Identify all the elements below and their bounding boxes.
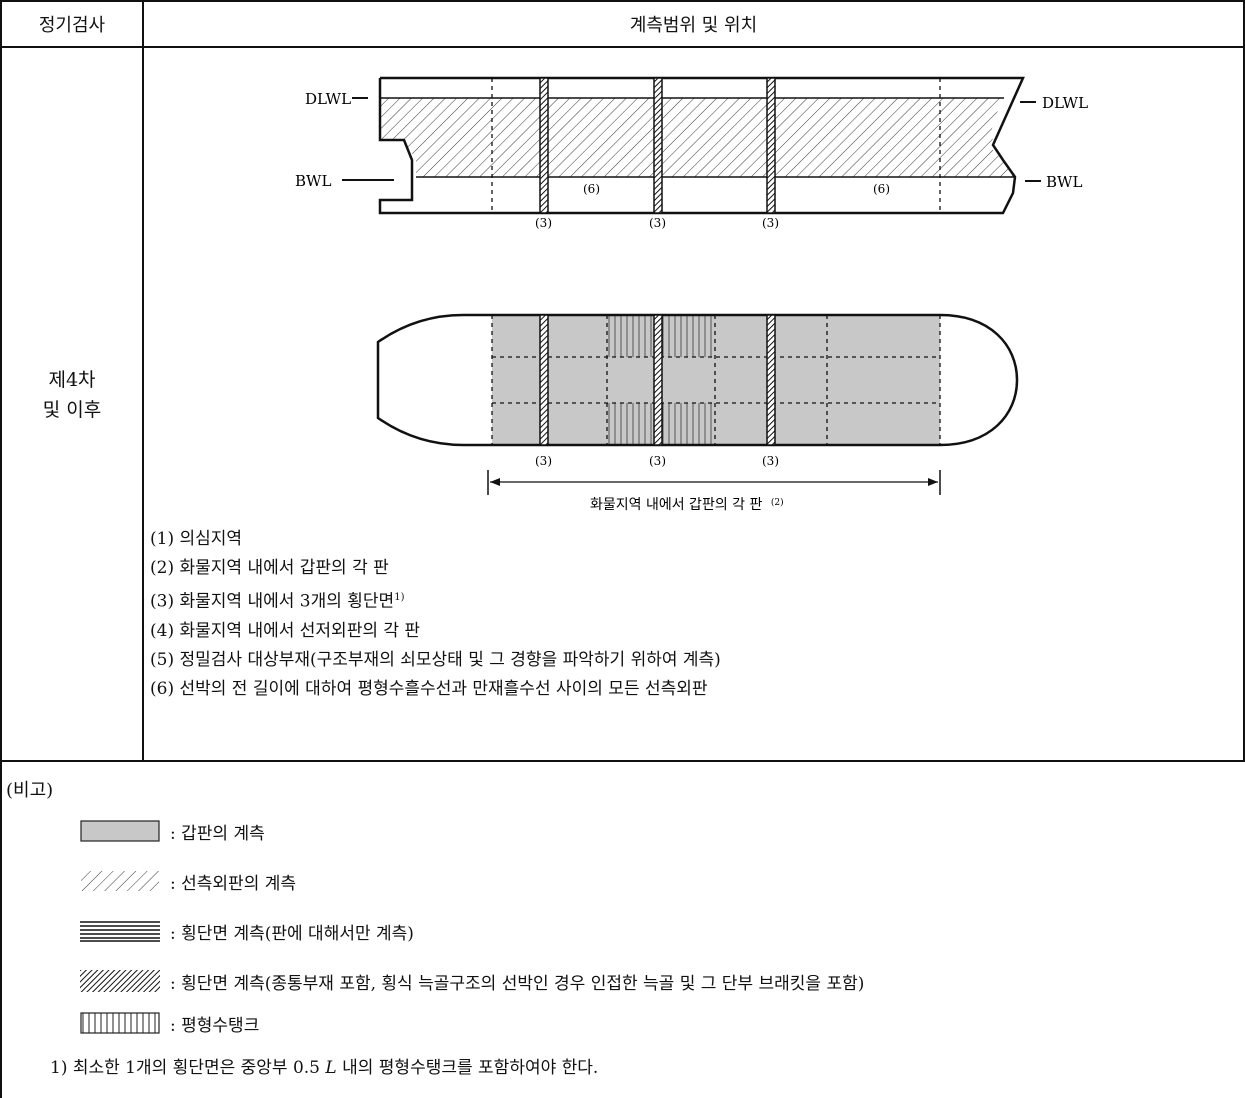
transverse-section-1 (539, 77, 549, 214)
note-3: (3) 화물지역 내에서 3개의 횡단면1) (150, 591, 405, 612)
header-bottom-border (0, 46, 1245, 48)
legend-ballast-tank: : 평형수탱크 (80, 1012, 260, 1036)
legend-ballast-tank-text: : 평형수탱크 (170, 1015, 260, 1036)
side-hull-outline (378, 76, 1025, 215)
note-2: (2) 화물지역 내에서 갑판의 각 판 (150, 558, 389, 578)
transverse-section-3 (766, 77, 776, 214)
table-top-border (0, 0, 1245, 2)
legend-transverse-full-text: : 횡단면 계측(종통부재 포함, 횡식 늑골구조의 선박인 경우 인접한 늑골… (170, 973, 865, 994)
deck-plan: (3) (3) (3) 화물지역 내에서 갑판의 각 판 (2) (376, 313, 1019, 513)
note-1: (1) 의심지역 (150, 529, 243, 549)
note-4: (4) 화물지역 내에서 선저외판의 각 판 (150, 620, 421, 641)
bwl-label-right: BWL (1046, 173, 1082, 191)
section-mark-bottom-2: (3) (649, 454, 666, 468)
footnote: 1) 최소한 1개의 횡단면은 중앙부 0.5 L 내의 평형수탱크를 포함하여… (50, 1058, 599, 1078)
legend-transverse-full-swatch (80, 970, 160, 992)
dlwl-label-right: DLWL (1042, 94, 1088, 112)
bwl-label-left: BWL (295, 172, 331, 190)
legend-deck: : 갑판의 계측 (80, 820, 265, 844)
header-measurement-range: 계측범위 및 위치 (629, 15, 758, 36)
legend-transverse-full: : 횡단면 계측(종통부재 포함, 횡식 늑골구조의 선박인 경우 인접한 늑골… (80, 970, 865, 994)
hull-diagram: DLWL DLWL BWL BWL (6) (6) (3) (3) (3) (295, 76, 1088, 513)
legend-side-shell-text: : 선측외판의 계측 (170, 873, 297, 894)
side-elevation: DLWL DLWL BWL BWL (6) (6) (3) (3) (3) (295, 76, 1088, 230)
dim-arrow-fwd (928, 478, 938, 486)
header-survey-type: 정기검사 (38, 15, 106, 36)
notes-list: (1) 의심지역 (2) 화물지역 내에서 갑판의 각 판 (3) 화물지역 내… (150, 525, 721, 704)
legend-deck-swatch (80, 820, 160, 842)
section-mark-bottom-3: (3) (762, 454, 779, 468)
body-bottom-border (0, 760, 1245, 762)
note-3-footnote-ref: 1) (394, 592, 405, 603)
legend-transverse-plate-swatch (80, 921, 160, 942)
note-5: (5) 정밀검사 대상부재(구조부재의 쇠모상태 및 그 경향을 파악하기 위하… (150, 649, 721, 670)
deck-section-1 (539, 314, 549, 446)
footnote-length-symbol: L (325, 1058, 337, 1078)
deck-grid (491, 315, 941, 445)
legend-side-shell: : 선측외판의 계측 (80, 870, 297, 894)
section-mark-top-2: (3) (649, 216, 666, 230)
deck-section-2 (653, 314, 663, 446)
deck-measured-area (492, 315, 940, 445)
survey-stage-label: 제4차 및 이후 (2, 365, 142, 425)
section-mark-top-3: (3) (762, 216, 779, 230)
note-6: (6) 선박의 전 길이에 대하여 평형수흘수선과 만재흘수선 사이의 모든 선… (150, 678, 708, 699)
deck-span-label: 화물지역 내에서 갑판의 각 판 (2) (590, 497, 784, 513)
deck-section-3 (766, 314, 776, 446)
deck-outline (376, 313, 1019, 447)
side-shell-mark-2: (6) (873, 182, 890, 196)
section-mark-top-1: (3) (535, 216, 552, 230)
table-left-border (0, 0, 2, 1098)
legend-transverse-plate-text: : 횡단면 계측(판에 대해서만 계측) (170, 923, 414, 944)
legend-transverse-plate: : 횡단면 계측(판에 대해서만 계측) (80, 920, 414, 944)
remarks-title: (비고) (6, 780, 54, 801)
side-shell-hatched-area (380, 98, 1015, 177)
survey-stage-line2: 및 이후 (42, 399, 102, 421)
legend-deck-text: : 갑판의 계측 (170, 823, 265, 844)
legend-ballast-tank-swatch (80, 1012, 160, 1034)
dlwl-label-left: DLWL (305, 90, 351, 108)
side-shell-mark-1: (6) (583, 182, 600, 196)
legend-side-shell-swatch (81, 871, 159, 891)
table-right-border (1243, 0, 1245, 760)
column-divider (142, 0, 144, 760)
dim-arrow-aft (490, 478, 500, 486)
survey-stage-line1: 제4차 (48, 369, 96, 391)
transverse-section-2 (653, 77, 663, 214)
section-mark-bottom-1: (3) (535, 454, 552, 468)
